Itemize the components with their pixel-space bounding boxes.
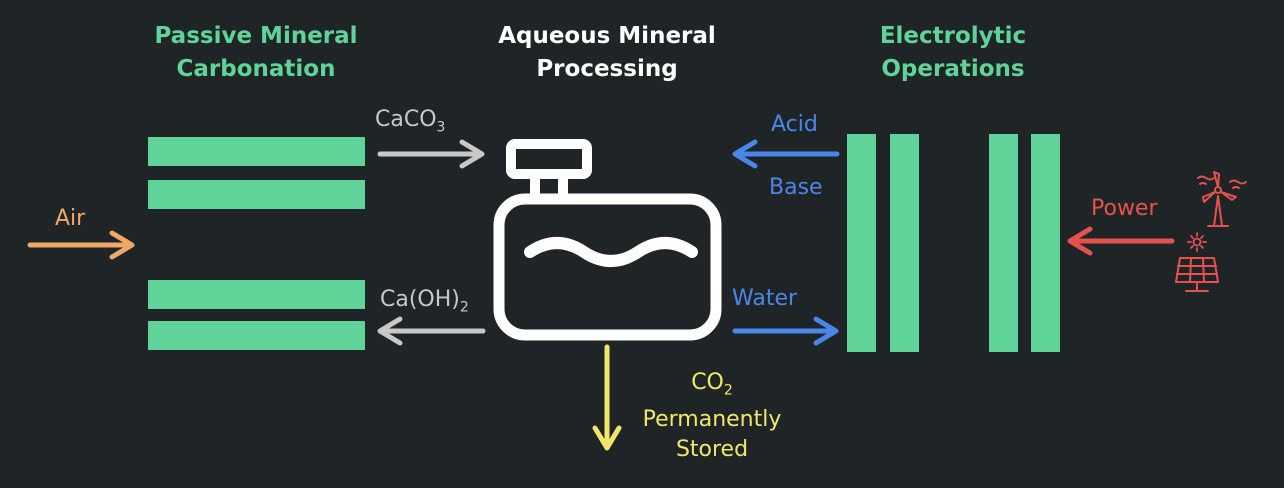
water-arrow <box>732 316 839 346</box>
mineral-plate <box>148 321 365 350</box>
power-label: Power <box>1091 196 1158 221</box>
heading-line: Carbonation <box>176 56 336 82</box>
stored-line: Stored <box>675 437 749 463</box>
passive-carbonation-heading: Passive Mineral Carbonation <box>120 20 392 86</box>
power-arrow <box>1067 226 1175 256</box>
caco3-text: CaCO <box>375 107 437 132</box>
caco3-arrow <box>377 139 485 169</box>
mineral-plate <box>148 137 365 166</box>
acid-base-arrow <box>732 139 840 169</box>
water-label: Water <box>732 286 798 311</box>
heading-line: Passive Mineral <box>154 23 358 49</box>
caoh2-label: Ca(OH)2 <box>380 286 469 321</box>
caoh2-arrow <box>377 316 486 346</box>
acid-label: Acid <box>771 112 818 137</box>
electrolyzer-plate <box>847 134 876 352</box>
co2-formula: CO2 <box>622 368 802 405</box>
solar-panel-icon <box>1175 257 1219 292</box>
caco3-subscript: 3 <box>436 119 446 136</box>
co2-stored-label: CO2 Permanently Stored <box>622 368 802 465</box>
heading-line: Processing <box>536 56 678 82</box>
sun-icon <box>1187 232 1207 252</box>
wind-turbine-icon <box>1197 171 1247 227</box>
air-label: Air <box>55 206 86 231</box>
air-arrow <box>27 230 135 260</box>
heading-line: Aqueous Mineral <box>498 23 716 49</box>
mineral-plate <box>148 180 365 209</box>
electrolyzer-plate <box>890 134 919 352</box>
electrolyzer-plate <box>989 134 1018 352</box>
co2-text: CO <box>691 370 724 395</box>
electrolytic-operations-heading: Electrolytic Operations <box>832 20 1074 86</box>
caco3-label: CaCO3 <box>375 106 445 141</box>
heading-line: Operations <box>881 56 1025 82</box>
heading-line: Electrolytic <box>879 23 1027 49</box>
aqueous-processing-heading: Aqueous Mineral Processing <box>466 20 748 86</box>
co2-subscript: 2 <box>723 382 733 399</box>
caoh2-subscript: 2 <box>459 299 469 316</box>
co2-storage-arrow <box>592 344 622 451</box>
base-label: Base <box>769 175 823 200</box>
electrolyzer-plate <box>1031 134 1060 352</box>
caoh2-text: Ca(OH) <box>380 287 460 312</box>
tank-icon <box>493 139 722 341</box>
stored-line: Permanently <box>642 407 782 433</box>
mineral-plate <box>148 280 365 309</box>
